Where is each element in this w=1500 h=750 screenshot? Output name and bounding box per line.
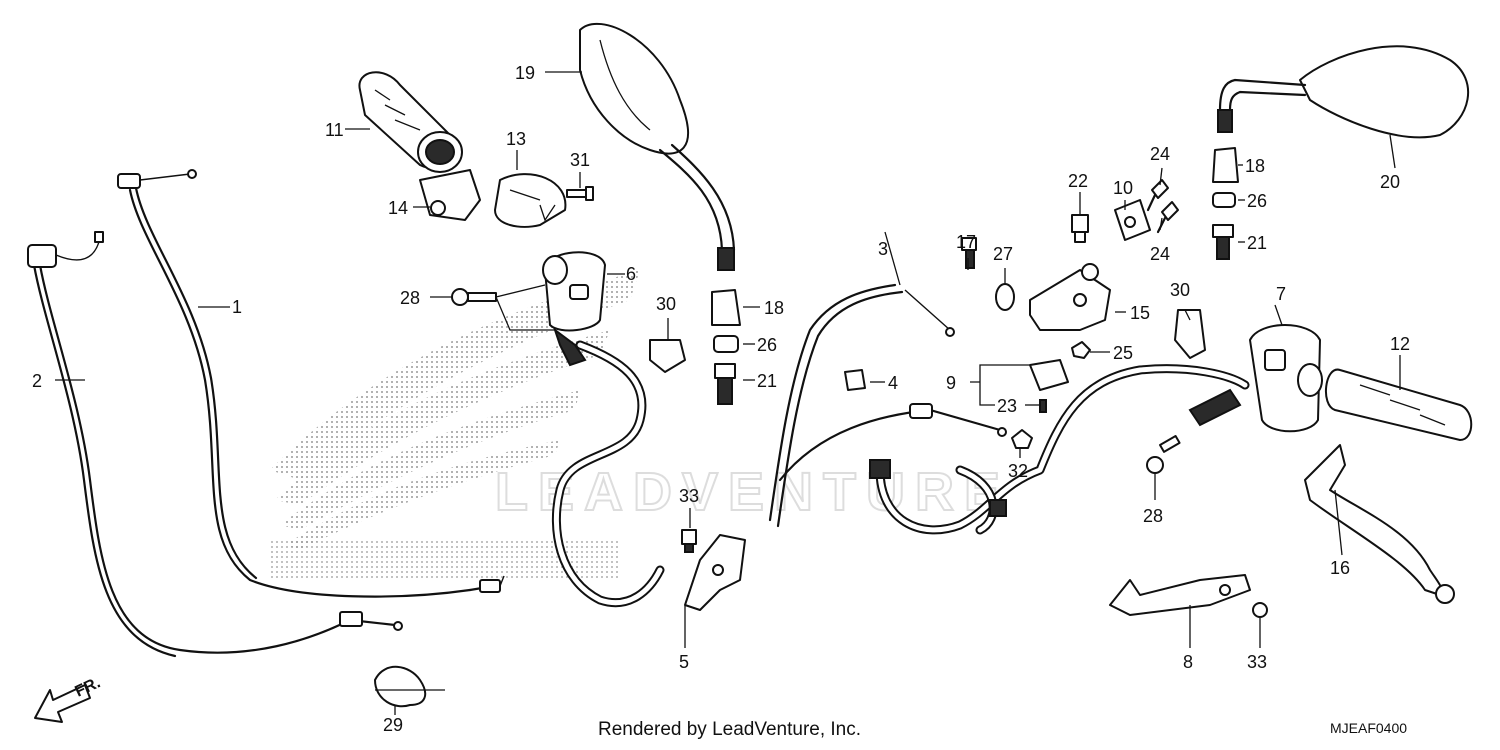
callout-19: 19 <box>515 63 535 83</box>
nut-26-right <box>1212 192 1236 208</box>
adapter-21-left <box>714 363 736 405</box>
bracket-5 <box>684 534 746 611</box>
callout-9: 9 <box>946 373 956 393</box>
holder-10 <box>1114 199 1151 241</box>
cable-lower <box>778 403 1007 482</box>
clutch-cable-3 <box>768 283 955 528</box>
callout-28-left: 28 <box>400 288 420 308</box>
right-switch-7 <box>1188 324 1323 433</box>
callout-21-right: 21 <box>1247 233 1267 253</box>
callout-25: 25 <box>1113 343 1133 363</box>
wing-watermark <box>270 270 640 580</box>
front-arrow <box>34 684 91 723</box>
callout-15: 15 <box>1130 303 1150 323</box>
callout-28-right: 28 <box>1143 506 1163 526</box>
screw-17 <box>961 237 977 269</box>
callout-22: 22 <box>1068 171 1088 191</box>
callout-24-top: 24 <box>1150 144 1170 164</box>
callout-30-left: 30 <box>656 294 676 314</box>
callout-13: 13 <box>506 129 526 149</box>
throttle-housing-14 <box>419 169 481 221</box>
callout-numbers: 1 2 3 4 5 6 7 8 9 10 11 12 13 14 15 16 1… <box>32 63 1410 735</box>
callout-31: 31 <box>570 150 590 170</box>
callout-23: 23 <box>997 396 1017 416</box>
adapter-21-right <box>1212 224 1234 260</box>
callout-14: 14 <box>388 198 408 218</box>
nut-26-left <box>713 335 739 353</box>
callout-21-left: 21 <box>757 371 777 391</box>
screw-23 <box>1039 399 1047 413</box>
right-mirror-20 <box>1217 45 1469 139</box>
cover-18-left <box>711 289 741 326</box>
nut-25 <box>1071 341 1091 359</box>
diagram-code: MJEAF0400 <box>1330 720 1408 736</box>
bolt-33-right <box>1252 602 1268 618</box>
credit-text: Rendered by LeadVenture, Inc. <box>598 719 862 740</box>
pin-22 <box>1071 214 1089 243</box>
clip-30-left <box>649 339 686 373</box>
throttle-cable-2 <box>27 231 403 658</box>
nut-32 <box>1011 429 1033 449</box>
callout-33-right: 33 <box>1247 652 1267 672</box>
lever-holder-15 <box>1029 263 1111 331</box>
bolt-33-left <box>681 529 697 553</box>
callout-10: 10 <box>1113 178 1133 198</box>
callout-18-right: 18 <box>1245 156 1265 176</box>
cover-18-right <box>1212 147 1239 183</box>
throttle-housing-13 <box>494 173 567 228</box>
callout-1: 1 <box>232 297 242 317</box>
callout-26-right: 26 <box>1247 191 1267 211</box>
left-mirror-19 <box>579 22 736 271</box>
throttle-grip-11 <box>358 71 463 173</box>
screw-31 <box>566 186 594 201</box>
callout-6: 6 <box>626 264 636 284</box>
callout-2: 2 <box>32 371 42 391</box>
callout-20: 20 <box>1380 172 1400 192</box>
clamp-29 <box>374 665 445 708</box>
callout-26-left: 26 <box>757 335 777 355</box>
callout-3: 3 <box>878 239 888 259</box>
front-label: FR. <box>73 674 104 700</box>
lever-16 <box>1304 444 1455 604</box>
screw-28-right <box>1146 435 1181 474</box>
clip-4 <box>844 369 866 391</box>
right-harness <box>869 364 1250 535</box>
screw-28-left <box>451 288 497 306</box>
switch-9 <box>1029 359 1069 391</box>
callout-16: 16 <box>1330 558 1350 578</box>
watermark-text: LEADVENTURE <box>495 462 1010 522</box>
callout-12: 12 <box>1390 334 1410 354</box>
left-switch-6 <box>542 251 606 367</box>
callout-27: 27 <box>993 244 1013 264</box>
callout-29: 29 <box>383 715 403 735</box>
left-harness <box>551 340 665 608</box>
callout-5: 5 <box>679 652 689 672</box>
leader-lines <box>55 71 1401 715</box>
callout-18-left: 18 <box>764 298 784 318</box>
callout-30-right: 30 <box>1170 280 1190 300</box>
callout-32: 32 <box>1008 461 1028 481</box>
callout-8: 8 <box>1183 652 1193 672</box>
screw-24-top <box>1146 179 1169 212</box>
callout-24-bottom: 24 <box>1150 244 1170 264</box>
throttle-cable-1 <box>117 169 505 598</box>
washer-27 <box>995 283 1015 311</box>
callout-17: 17 <box>956 232 976 252</box>
screw-24-lower <box>1156 201 1179 234</box>
bracket-8 <box>1109 574 1251 616</box>
grip-12 <box>1324 368 1473 441</box>
callout-7: 7 <box>1276 284 1286 304</box>
clip-30-right <box>1174 309 1206 359</box>
callout-4: 4 <box>888 373 898 393</box>
callout-11: 11 <box>325 120 344 140</box>
callout-33-left: 33 <box>679 486 699 506</box>
